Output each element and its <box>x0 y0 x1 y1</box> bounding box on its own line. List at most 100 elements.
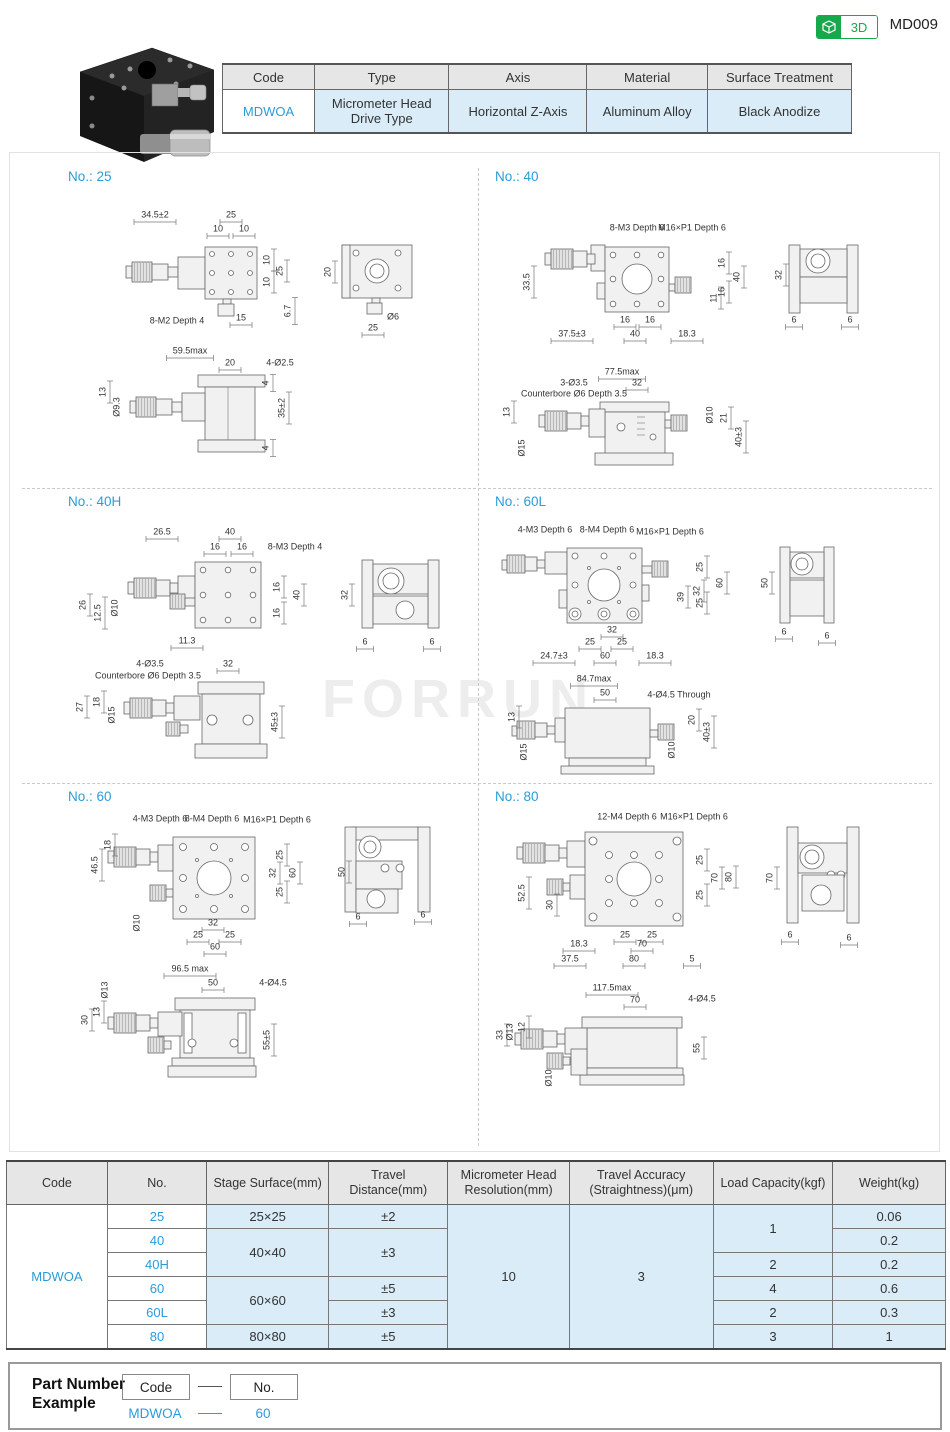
dimension-label: 32 <box>631 377 643 388</box>
dimension-label: 15 <box>235 312 247 323</box>
watermark: FORRUN <box>322 669 595 729</box>
spec-header-weight: Weight(kg) <box>832 1160 946 1205</box>
spec-no-40h[interactable]: 40H <box>106 1252 208 1277</box>
info-header-axis: Axis <box>448 63 588 90</box>
spec-weight-80: 1 <box>832 1324 946 1350</box>
annotation-label: M16×P1 Depth 6 <box>243 814 311 825</box>
spec-header-stage: Stage Surface(mm) <box>206 1160 330 1205</box>
annotation-label: 4-Ø4.5 <box>688 993 716 1004</box>
product-photo <box>52 36 222 176</box>
part-number-example-code: MDWOA <box>128 1406 182 1421</box>
dimension-label: 18.3 <box>570 938 588 949</box>
dimension-label: 18 <box>102 839 113 851</box>
dimension-label: 60 <box>209 941 221 952</box>
dimension-label: 80 <box>628 953 640 964</box>
dimension-label: 60 <box>287 867 298 879</box>
dimension-label: 35±2 <box>276 398 287 418</box>
dimension-label: 24.7±3 <box>540 650 568 661</box>
spec-travel-80: ±5 <box>328 1324 449 1350</box>
dimension-label: 11.3 <box>178 635 196 646</box>
annotation-label: 8-M2 Depth 4 <box>149 315 205 326</box>
spec-no-60[interactable]: 60 <box>106 1276 208 1301</box>
info-header-code: Code <box>222 63 315 90</box>
annotation-label: Ø10 <box>543 1069 554 1087</box>
dimension-label: 46.5 <box>89 856 100 874</box>
part-number-code-box: Code <box>122 1374 190 1400</box>
spec-no-25[interactable]: 25 <box>106 1204 208 1229</box>
dimension-label: 25 <box>646 929 658 940</box>
spec-no-80[interactable]: 80 <box>106 1324 208 1350</box>
dimension-label: 52.5 <box>516 884 527 902</box>
info-header-surface: Surface Treatment <box>706 63 853 90</box>
dimension-label: 10 <box>261 276 272 288</box>
spec-no-60l[interactable]: 60L <box>106 1300 208 1325</box>
dimension-label: 25 <box>584 636 596 647</box>
annotation-label: 4-M3 Depth 6 <box>517 524 573 535</box>
dimension-label: 55±5 <box>261 1030 272 1050</box>
dimension-label: 60 <box>714 577 725 589</box>
spec-travel-40: ±3 <box>328 1228 449 1277</box>
spec-travel-60l: ±3 <box>328 1300 449 1325</box>
annotation-label: Ø9.3 <box>111 397 122 417</box>
spec-weight-40h: 0.2 <box>832 1252 946 1277</box>
dimension-label: 33.5 <box>521 273 532 291</box>
info-material: Aluminum Alloy <box>586 89 708 134</box>
dimension-label: 25 <box>616 636 628 647</box>
spec-stage-40: 40×40 <box>206 1228 330 1277</box>
dimension-label: 20 <box>686 714 697 726</box>
dimension-label: 40 <box>629 328 641 339</box>
spec-accuracy: 3 <box>568 1204 714 1350</box>
dimension-label: 25 <box>694 561 705 573</box>
spec-no-40[interactable]: 40 <box>106 1228 208 1253</box>
dimension-label: 40±3 <box>701 722 712 742</box>
dimension-label: 13 <box>501 406 512 418</box>
dimension-label: 25 <box>694 597 705 609</box>
dimension-label: 6 <box>791 314 797 325</box>
dimension-label: 6.7 <box>282 304 293 318</box>
part-number-label: Part Number Example <box>32 1376 126 1413</box>
dimension-label: 32 <box>691 585 702 597</box>
divider-vertical <box>478 168 479 1146</box>
dimension-label: 10 <box>261 254 272 266</box>
dimension-label: 70 <box>764 872 775 884</box>
dimension-label: 30 <box>544 899 555 911</box>
annotation-label: Ø10 <box>131 914 142 932</box>
dimension-label: 25 <box>192 929 204 940</box>
spec-header-accuracy: Travel Accuracy (Straightness)(μm) <box>568 1160 714 1205</box>
dimension-label: 4 <box>260 445 271 451</box>
dimension-label: 6 <box>362 636 368 647</box>
dimension-label: 50 <box>599 687 611 698</box>
dimension-label: 84.7max <box>576 673 612 684</box>
badge-3d[interactable]: 3D <box>816 15 878 39</box>
annotation-label: Counterbore Ø6 Depth 3.5 <box>520 388 628 399</box>
dimension-label: 12.5 <box>92 604 103 622</box>
annotation-label: Ø15 <box>518 743 529 761</box>
section-title-80: No.: 80 <box>495 789 539 804</box>
info-header-row: Code Type Axis Material Surface Treatmen… <box>222 63 853 90</box>
dimension-label: 32 <box>606 624 618 635</box>
dimension-label: 21 <box>718 412 729 424</box>
dimension-label: 13 <box>506 711 517 723</box>
dimension-label: 96.5 max <box>171 963 209 974</box>
dimension-label: 32 <box>207 917 219 928</box>
dimension-label: 32 <box>222 658 234 669</box>
spec-weight-25: 0.06 <box>832 1204 946 1229</box>
dimension-label: 16 <box>716 257 727 269</box>
spec-stage-60: 60×60 <box>206 1276 330 1325</box>
dimension-label: 59.5max <box>172 345 208 356</box>
dimension-label: 18.3 <box>678 328 696 339</box>
spec-table: Code No. Stage Surface(mm) Travel Distan… <box>6 1160 946 1350</box>
dimension-label: 50 <box>207 977 219 988</box>
dimension-label: 10 <box>212 223 224 234</box>
doc-code: MD009 <box>889 16 938 33</box>
annotation-label: Ø15 <box>106 706 117 724</box>
annotation-label: Counterbore Ø6 Depth 3.5 <box>94 670 202 681</box>
dimension-label: 6 <box>787 929 793 940</box>
spec-header-travel: Travel Distance(mm) <box>328 1160 449 1205</box>
